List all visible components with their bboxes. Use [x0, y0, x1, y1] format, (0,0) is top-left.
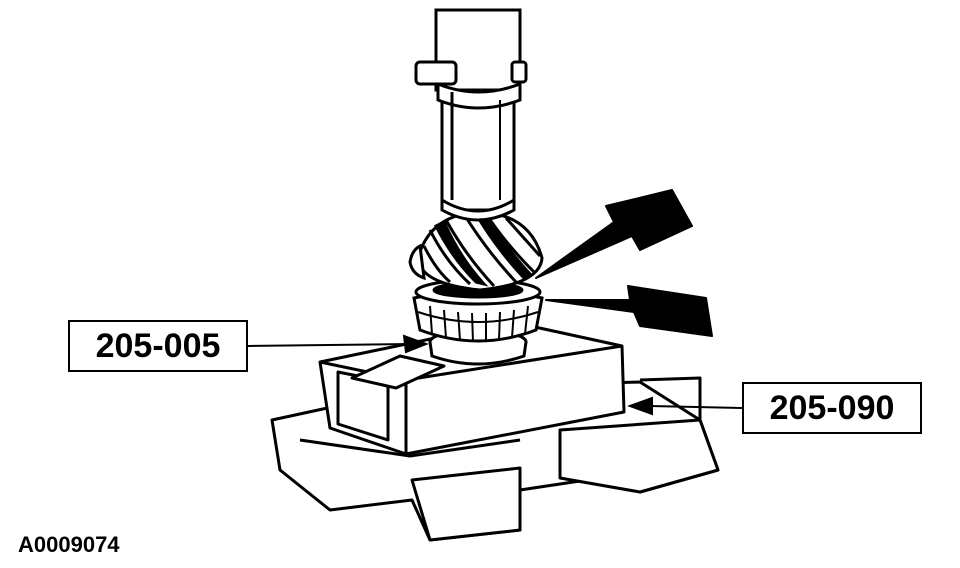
- indicator-arrows: [535, 189, 713, 337]
- support-tool-205-090: [318, 320, 626, 456]
- callout-label-left: 205-005: [95, 327, 221, 365]
- leader-lines: [247, 334, 743, 416]
- press-ram: [414, 8, 528, 222]
- pinion-gear: [408, 210, 544, 292]
- callout-205-090: 205-090: [742, 382, 922, 434]
- callout-label-right: 205-090: [769, 389, 895, 427]
- callout-205-005: 205-005: [68, 320, 248, 372]
- figure-id: A0009074: [18, 532, 120, 557]
